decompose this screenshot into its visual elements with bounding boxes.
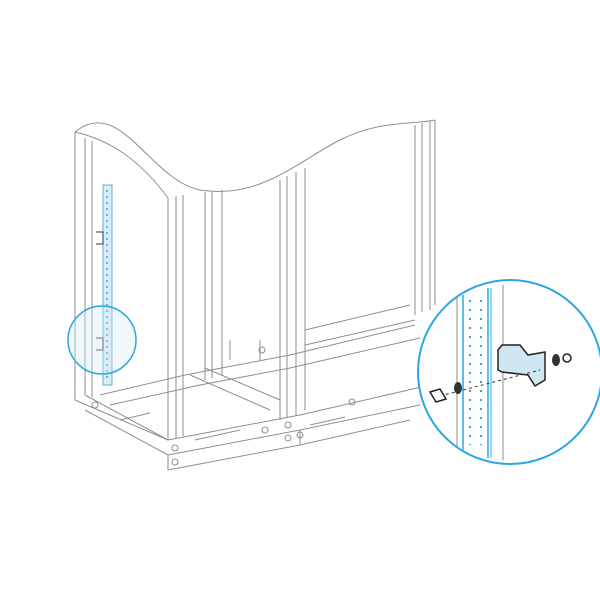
washer (454, 382, 462, 394)
mounting-rail (96, 184, 113, 386)
frame-uprights (167, 120, 436, 440)
left-side-panel (74, 131, 169, 441)
bracket (497, 344, 546, 388)
top-cutaway-curve (74, 119, 436, 192)
detail-callout-marker[interactable] (67, 305, 137, 375)
nut (562, 353, 572, 363)
base-frame (84, 304, 431, 471)
washer (552, 354, 560, 366)
screw (428, 388, 448, 403)
detail-callout (417, 279, 600, 465)
